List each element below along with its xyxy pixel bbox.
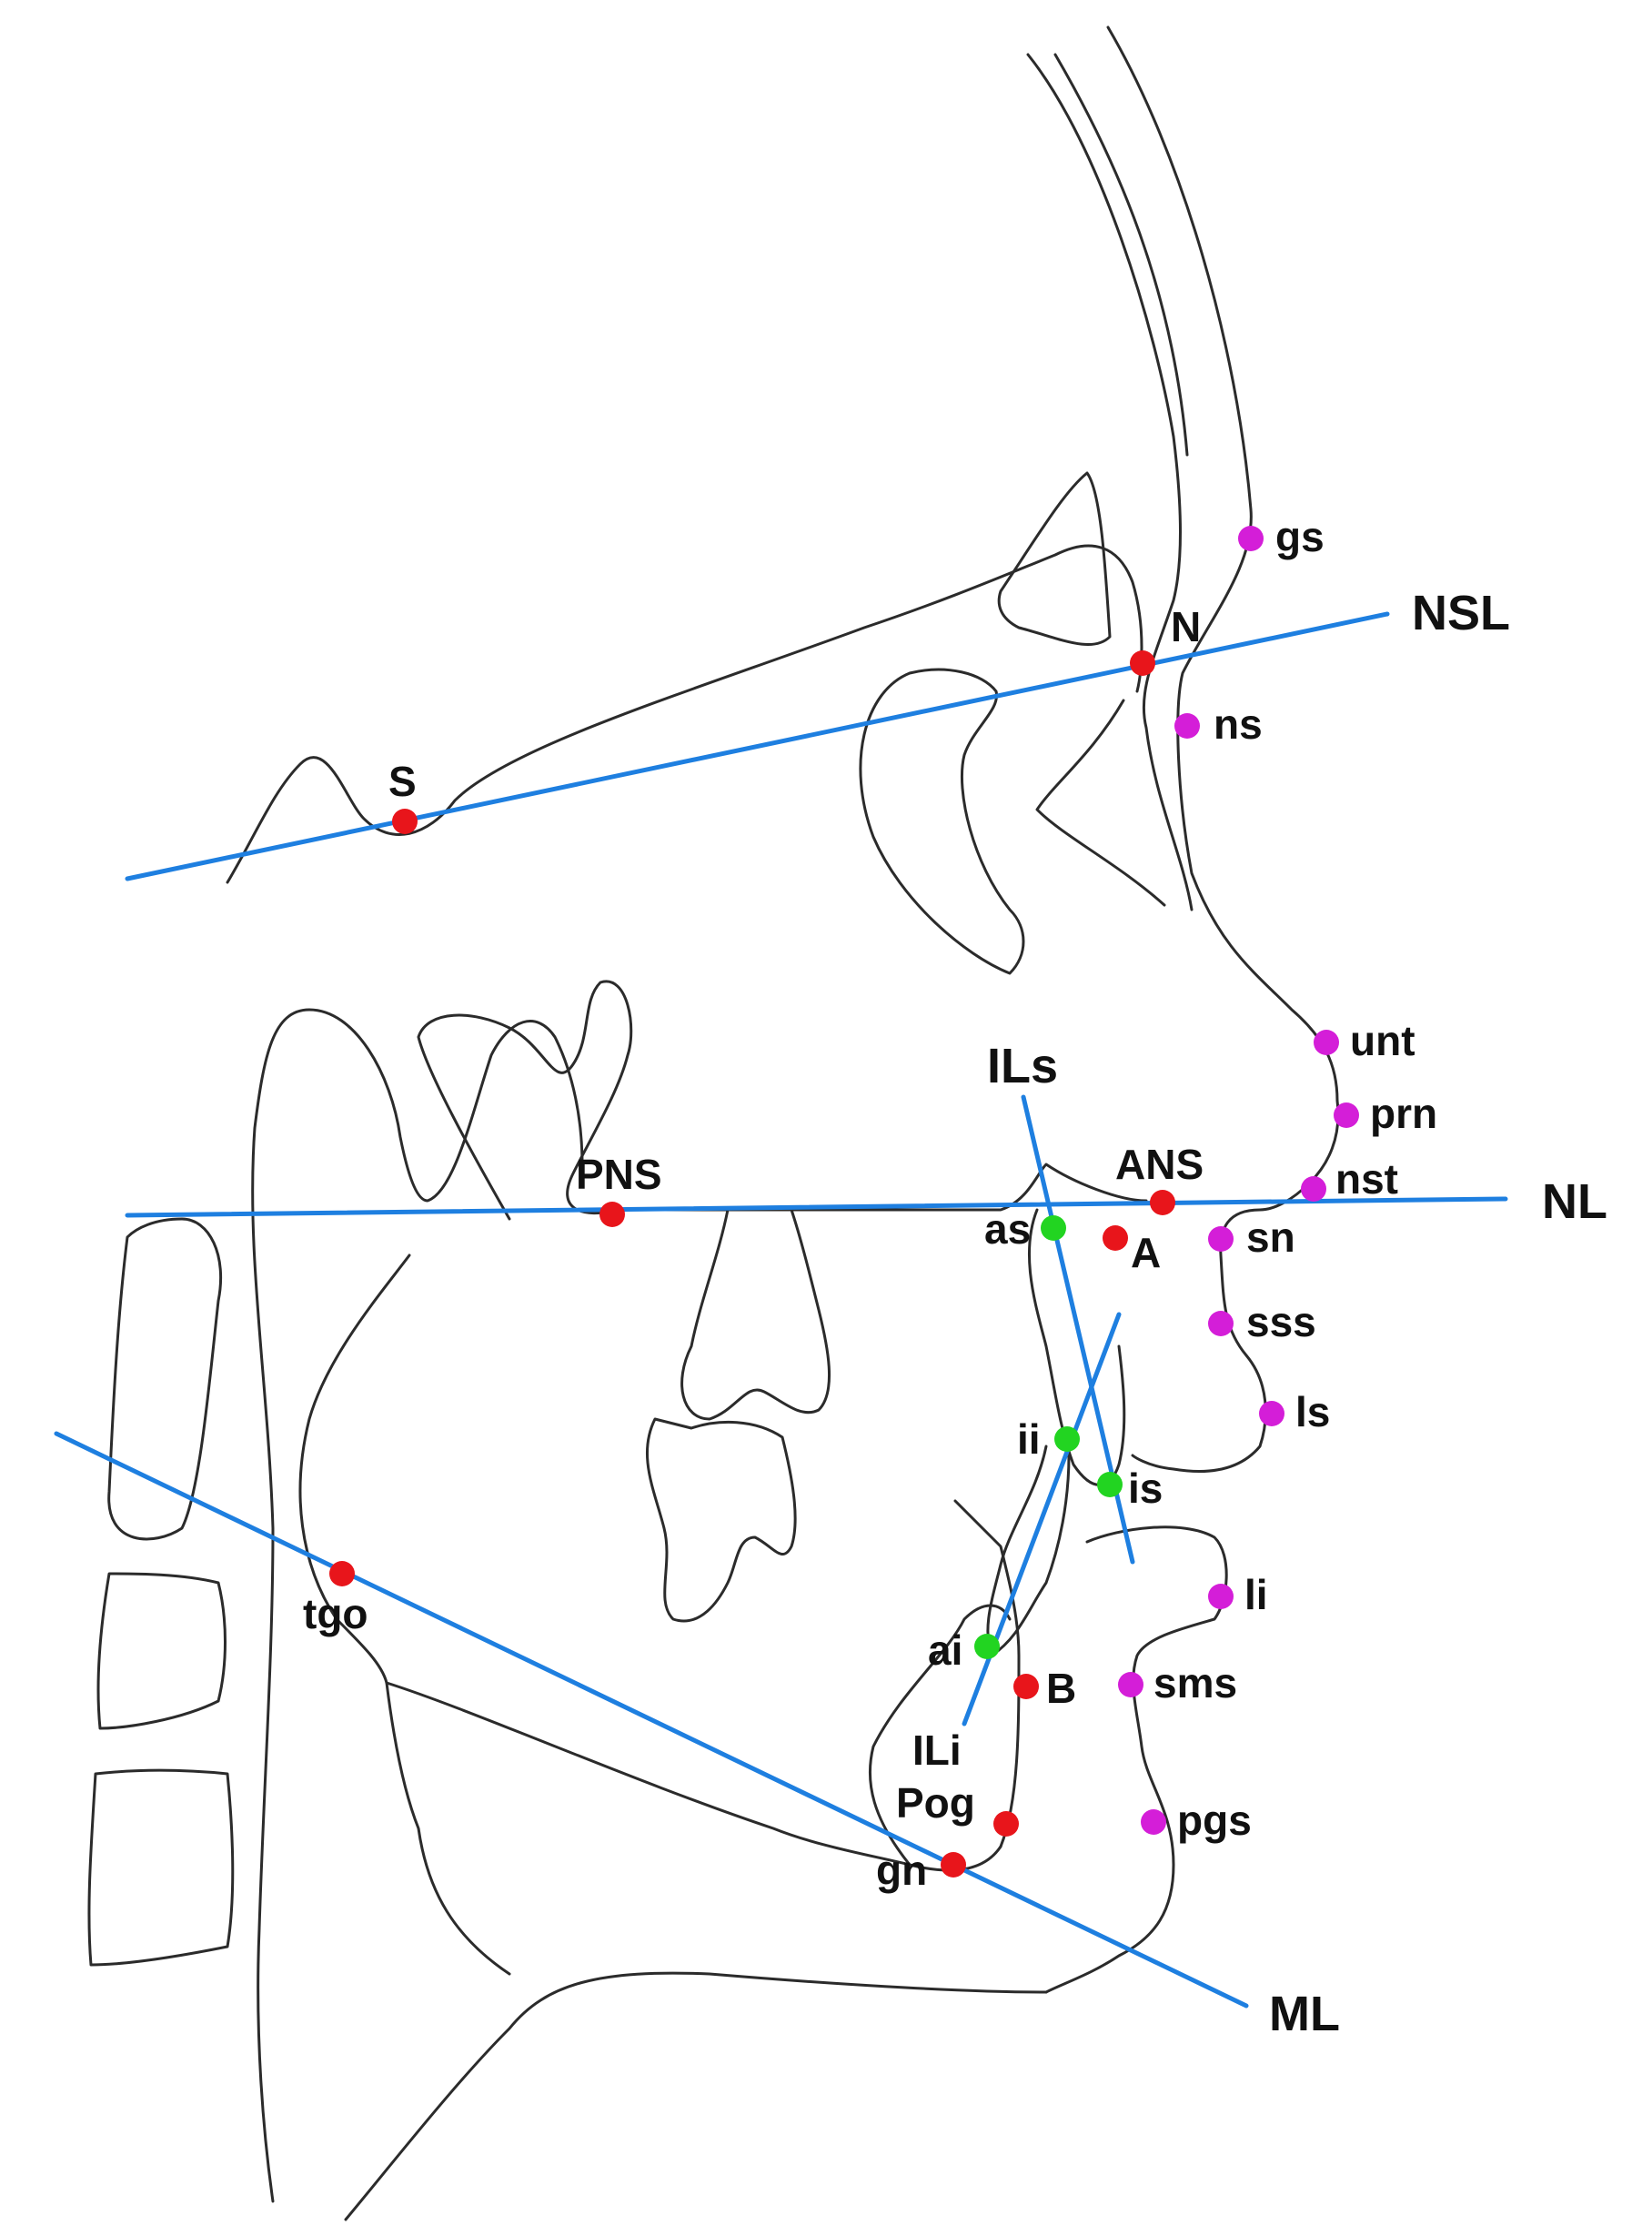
skeletal-landmarks (329, 650, 1175, 1878)
landmark-point-gs (1238, 526, 1264, 551)
orbit-outline (997, 471, 1112, 646)
landmark-point-li (1208, 1584, 1234, 1609)
landmark-label-b: B (1046, 1665, 1076, 1712)
landmark-point-pns (599, 1202, 625, 1227)
landmark-point-sss (1208, 1311, 1234, 1336)
landmark-label-pog: Pog (896, 1779, 975, 1827)
upper-incisor-outline (1027, 1208, 1126, 1486)
landmark-point-as (1041, 1215, 1066, 1241)
ils-label: ILs (987, 1039, 1058, 1093)
landmark-point-pog (993, 1811, 1019, 1837)
landmark-label-pns: PNS (576, 1151, 662, 1198)
landmark-label-ii: ii (1017, 1415, 1041, 1463)
landmark-point-unt (1314, 1030, 1339, 1055)
landmark-point-tgo (329, 1561, 355, 1586)
nsl-label: NSL (1412, 586, 1510, 640)
landmark-label-sn: sn (1246, 1213, 1295, 1261)
landmark-label-li: li (1244, 1571, 1268, 1618)
lower-molar-outline (645, 1417, 797, 1623)
cervical-vertebrae-lower-outline (96, 1572, 227, 1730)
nl-label: NL (1542, 1174, 1607, 1229)
landmark-point-ns (1174, 713, 1200, 739)
landmark-label-a: A (1131, 1229, 1161, 1276)
landmark-label-s: S (388, 758, 417, 805)
landmark-point-nst (1301, 1176, 1326, 1202)
dental-landmarks (974, 1215, 1123, 1659)
cranial-base-outline (226, 544, 1143, 884)
landmark-point-pgs (1141, 1809, 1166, 1835)
landmark-label-ns: ns (1214, 700, 1263, 748)
lower-lip-chin-profile (1044, 1525, 1228, 1994)
landmark-point-ans (1150, 1190, 1175, 1215)
landmark-label-unt: unt (1350, 1017, 1415, 1064)
landmark-point-gn (941, 1852, 966, 1878)
landmark-label-ls: ls (1295, 1388, 1330, 1435)
skeletal-landmark-labels: S N PNS ANS A B Pog gn tgo (303, 603, 1204, 1894)
landmark-label-tgo: tgo (303, 1590, 368, 1637)
landmark-point-b (1013, 1674, 1039, 1699)
posterior-cranium-outline (251, 1008, 584, 2203)
landmark-label-gs: gs (1275, 513, 1325, 560)
landmark-point-a (1103, 1225, 1128, 1251)
nasal-bone-outline (1026, 53, 1194, 911)
ili-label: ILi (912, 1727, 962, 1774)
line-labels: NSL NL ML ILs ILi (912, 586, 1607, 2041)
landmark-label-sms: sms (1153, 1659, 1237, 1706)
landmark-point-is (1097, 1472, 1123, 1497)
maxilla-outline (417, 980, 1148, 1221)
landmark-label-is: is (1128, 1465, 1163, 1512)
upper-molar-outline (680, 1208, 831, 1421)
landmark-label-sss: sss (1246, 1298, 1316, 1345)
landmark-label-pgs: pgs (1177, 1797, 1252, 1844)
landmark-label-ans: ANS (1115, 1141, 1204, 1188)
ili-line (962, 1312, 1122, 1727)
landmark-label-as: as (984, 1205, 1031, 1253)
pterygoid-outline (1035, 699, 1166, 907)
landmark-point-ls (1259, 1401, 1284, 1426)
landmark-label-prn: prn (1370, 1090, 1437, 1137)
nl-line (125, 1196, 1508, 1218)
cervical-vertebrae-outline (107, 1217, 223, 1541)
neck-outline (344, 1971, 1048, 2221)
landmark-point-n (1130, 650, 1155, 676)
landmark-point-sms (1118, 1672, 1143, 1697)
symphysis-inner-outline (868, 1604, 1012, 1867)
mandible-outline (298, 1253, 511, 1976)
soft-tissue-landmarks (1118, 526, 1359, 1835)
nsl-line (125, 611, 1390, 881)
soft-tissue-landmark-labels: gs ns unt prn nst sn sss ls li sms pgs (1153, 513, 1437, 1844)
ml-label: ML (1269, 1987, 1340, 2041)
orbit-lower-outline (859, 668, 1025, 975)
cervical-vertebrae-bottom-outline (87, 1768, 235, 1967)
landmark-point-s (392, 809, 418, 834)
landmark-point-prn (1334, 1102, 1359, 1128)
dental-landmark-labels: as ii is ai (928, 1205, 1163, 1674)
landmark-label-nst: nst (1335, 1155, 1398, 1203)
frontal-bone-outline (1053, 53, 1189, 457)
landmark-label-n: N (1171, 603, 1201, 650)
landmark-point-sn (1208, 1226, 1234, 1252)
landmark-label-ai: ai (928, 1626, 962, 1674)
landmark-point-ai (974, 1634, 1000, 1659)
ml-line (54, 1431, 1249, 2008)
landmark-label-gn: gn (876, 1847, 927, 1894)
landmark-point-ii (1054, 1426, 1080, 1452)
anatomical-outline (87, 25, 1340, 2221)
